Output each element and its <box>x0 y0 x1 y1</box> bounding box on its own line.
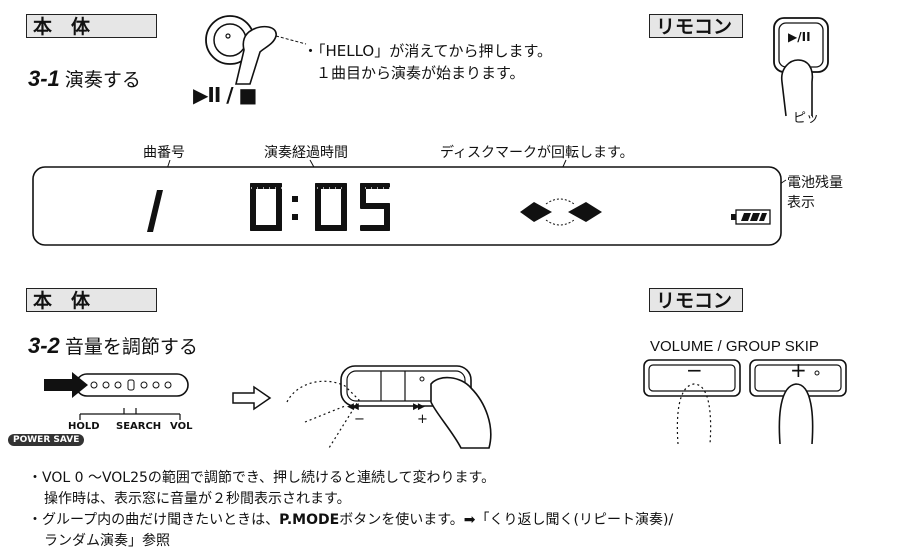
play-button-illustration <box>205 15 277 85</box>
p-mode-button-name: P.MODE <box>279 512 340 528</box>
right-arrow-icon <box>232 385 272 411</box>
note-line-2: 操作時は、表示窓に音量が２秒間表示されます。 <box>44 491 351 507</box>
remote-beep-text: ピッ <box>793 111 820 126</box>
step-number: 3-2 <box>28 333 60 358</box>
play-note-1: ・「HELLO」が消えてから押します。 <box>303 42 552 60</box>
remote-label-1: リモコン <box>649 14 743 38</box>
remote-volume-buttons-illustration <box>643 359 847 445</box>
note-line-3: ・グループ内の曲だけ聞きたいときは、P.MODEボタンを使います。➡「くり返し聞… <box>28 509 673 529</box>
slider-vol-label: VOL <box>170 421 193 432</box>
unit-label-2: 本 体 <box>26 288 157 312</box>
slider-search-label: SEARCH <box>116 421 162 432</box>
step-number: 3-1 <box>28 66 60 91</box>
track-number-label: 曲番号 <box>143 145 185 161</box>
play-note-2: １曲目から演奏が始まります。 <box>316 64 525 82</box>
disc-mark-label: ディスクマークが回転します。 <box>440 145 634 161</box>
step-3-1: 3-1 演奏する <box>28 65 141 92</box>
rocker-prev-label: ◀◀ <box>347 402 359 412</box>
rocker-plus-label: + <box>417 412 428 427</box>
note-line-3-pre: ・グループ内の曲だけ聞きたいときは、 <box>28 512 280 528</box>
remote-volume-label: VOLUME / GROUP SKIP <box>650 338 819 355</box>
battery-label-2: 表示 <box>787 195 815 211</box>
power-save-badge: POWER SAVE <box>8 434 85 446</box>
remote-plus-label: + <box>790 358 807 382</box>
elapsed-time-label: 演奏経過時間 <box>264 145 348 161</box>
step-3-2: 3-2 音量を調節する <box>28 332 198 359</box>
note-line-1: ・VOL 0 〜VOL25の範囲で調節でき、押し続けると連続して変わります。 <box>28 470 496 486</box>
note-line-4: ランダム演奏」参照 <box>44 533 170 549</box>
rocker-minus-label: − <box>354 412 365 427</box>
lcd-time-digits <box>250 183 390 231</box>
remote-label-2: リモコン <box>649 288 743 312</box>
note-line-3-post: ボタンを使います。➡「くり返し聞く(リピート演奏)/ <box>339 512 674 528</box>
unit-label-1: 本 体 <box>26 14 157 38</box>
step-title: 音量を調節する <box>64 336 198 358</box>
remote-play-pause-label: ▶/II <box>788 30 811 44</box>
hold-slider-illustration <box>44 372 189 420</box>
step-title: 演奏する <box>64 69 141 91</box>
remote-minus-label: − <box>686 358 703 382</box>
slider-hold-label: HOLD <box>68 421 100 432</box>
remote-play-button-illustration <box>773 17 829 117</box>
finger-leader-1 <box>275 35 307 45</box>
play-stop-symbol: ▶II / ■ <box>193 83 257 107</box>
volume-rocker-illustration <box>286 365 492 449</box>
rocker-next-label: ▶▶ <box>413 402 425 412</box>
battery-label-1: 電池残量 <box>787 175 843 191</box>
